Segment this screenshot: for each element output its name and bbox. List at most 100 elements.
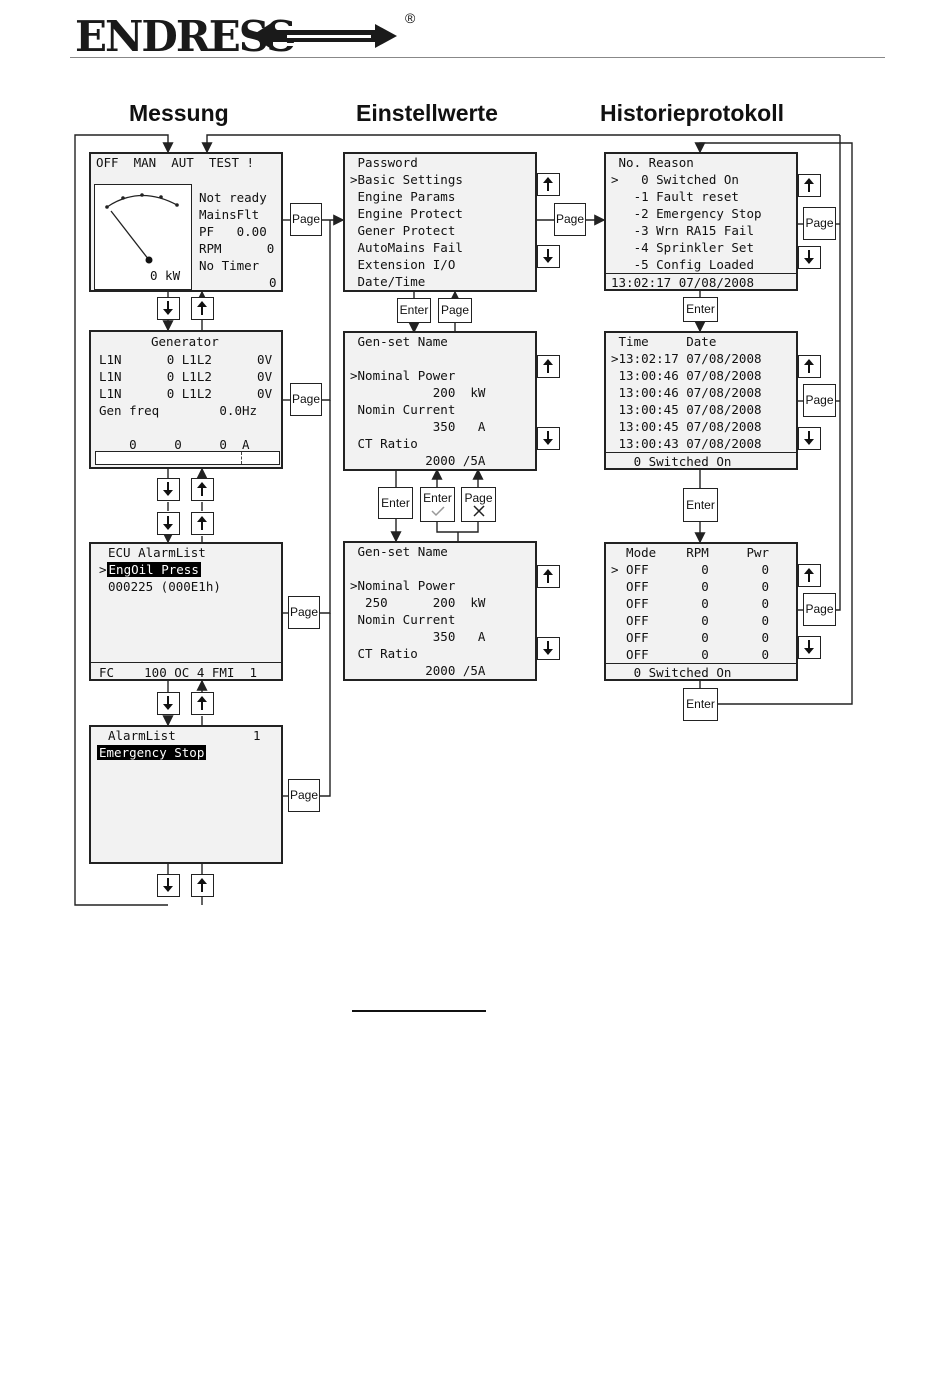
arrow-down-icon <box>804 431 814 445</box>
enter-label: Enter <box>423 491 452 505</box>
history-footer: 0 Switched On <box>611 454 732 469</box>
up-button[interactable] <box>191 478 214 501</box>
history-header: No. Reason <box>611 155 694 170</box>
arrow-down-icon <box>804 640 814 654</box>
enter-confirm-button[interactable]: Enter <box>420 487 455 522</box>
page-label: Page <box>440 303 470 317</box>
enter-button[interactable]: Enter <box>683 297 718 322</box>
enter-button[interactable]: Enter <box>378 487 413 519</box>
footer-divider <box>606 452 796 453</box>
setting-value-editing: 250 200 kW <box>350 595 486 610</box>
down-button[interactable] <box>157 874 180 897</box>
up-button[interactable] <box>537 565 560 588</box>
status-line: Not ready <box>199 190 267 205</box>
voltage-row: L1N 0 L1L2 0V <box>99 369 273 384</box>
screen-generator: Generator L1N 0 L1L2 0V L1N 0 L1L2 0V L1… <box>89 330 283 469</box>
setting-row: CT Ratio <box>350 436 418 451</box>
load-marker <box>241 452 242 464</box>
menu-item[interactable]: Date/Time <box>350 274 426 289</box>
history-row: -1 Fault reset <box>611 189 739 204</box>
up-button[interactable] <box>191 297 214 320</box>
screen-history-time: Time Date >13:02:17 07/08/2008 13:00:46 … <box>604 331 798 470</box>
page-button[interactable]: Page <box>803 207 836 240</box>
page-label: Page <box>291 392 321 406</box>
checkmark-icon <box>430 506 445 517</box>
enter-button[interactable]: Enter <box>683 688 718 721</box>
history-row: 13:00:45 07/08/2008 <box>611 419 762 434</box>
screen-measurement-main: OFF MAN AUT TEST ! 0 kW Not ready MainsF… <box>89 152 283 292</box>
up-button[interactable] <box>191 874 214 897</box>
selected-alarm: >EngOil Press <box>99 562 201 577</box>
down-button[interactable] <box>798 427 821 450</box>
screen-history-reason: No. Reason > 0 Switched On -1 Fault rese… <box>604 152 798 291</box>
down-button[interactable] <box>537 637 560 660</box>
page-label: Page <box>805 393 834 407</box>
ecu-footer: FC 100 OC 4 FMI 1 <box>99 665 258 680</box>
arrow-up-icon <box>197 301 207 315</box>
menu-item[interactable]: Extension I/O <box>350 257 456 272</box>
menu-item[interactable]: AutoMains Fail <box>350 240 463 255</box>
screen-basic-settings-edit: Gen-set Name >Nominal Power 250 200 kW N… <box>343 541 537 681</box>
up-button[interactable] <box>537 355 560 378</box>
up-button[interactable] <box>798 174 821 197</box>
down-button[interactable] <box>157 692 180 715</box>
registered-mark: ® <box>405 10 416 26</box>
down-button[interactable] <box>798 636 821 659</box>
status-line: No Timer <box>199 258 260 273</box>
page-button[interactable]: Page <box>803 384 836 417</box>
history-row: OFF 0 0 <box>611 596 770 611</box>
page-label: Page <box>291 212 321 226</box>
menu-item-selected[interactable]: >Basic Settings <box>350 172 463 187</box>
up-button[interactable] <box>537 173 560 196</box>
menu-item[interactable]: Engine Protect <box>350 206 463 221</box>
arrow-up-icon <box>804 568 814 582</box>
footer-divider <box>606 663 796 664</box>
page-button[interactable]: Page <box>554 203 586 236</box>
up-button[interactable] <box>798 564 821 587</box>
down-button[interactable] <box>537 427 560 450</box>
page-button[interactable]: Page <box>438 298 472 323</box>
down-button[interactable] <box>537 245 560 268</box>
header-rule <box>70 57 885 58</box>
page-cancel-button[interactable]: Page <box>461 487 496 522</box>
history-row: 13:00:43 07/08/2008 <box>611 436 762 451</box>
enter-label: Enter <box>399 303 429 317</box>
page-button[interactable]: Page <box>290 383 322 416</box>
down-button[interactable] <box>157 478 180 501</box>
enter-button[interactable]: Enter <box>397 298 431 323</box>
history-footer: 13:02:17 07/08/2008 <box>611 275 754 290</box>
up-button[interactable] <box>798 355 821 378</box>
freq-row: Gen freq 0.0Hz <box>99 403 258 418</box>
up-button[interactable] <box>191 512 214 535</box>
setting-value: 2000 /5A <box>350 663 486 678</box>
setting-value: 200 kW <box>350 385 486 400</box>
enter-button[interactable]: Enter <box>683 488 718 522</box>
arrow-down-icon <box>163 878 173 892</box>
status-line: RPM 0 <box>199 241 275 256</box>
page-button[interactable]: Page <box>288 779 320 812</box>
menu-item[interactable]: Gener Protect <box>350 223 456 238</box>
alarm-item: Emergency Stop <box>97 744 207 761</box>
up-button[interactable] <box>191 692 214 715</box>
right-value: 0 <box>269 275 277 290</box>
page-button[interactable]: Page <box>290 203 322 236</box>
page-button[interactable]: Page <box>288 596 320 629</box>
down-button[interactable] <box>798 246 821 269</box>
mode-bar: OFF MAN AUT TEST ! <box>96 155 255 170</box>
down-button[interactable] <box>157 512 180 535</box>
screen-alarmlist: AlarmList 1 Emergency Stop <box>89 725 283 864</box>
screen-title: AlarmList <box>108 728 176 743</box>
alarm-item-selected: EngOil Press <box>106 562 201 577</box>
down-button[interactable] <box>157 297 180 320</box>
arrow-up-icon <box>197 516 207 530</box>
menu-item[interactable]: Password <box>350 155 418 170</box>
arrow-up-icon <box>804 359 814 373</box>
enter-label: Enter <box>686 498 715 512</box>
arrow-down-icon <box>163 696 173 710</box>
cancel-x-icon <box>472 505 485 517</box>
history-row-selected: > 0 Switched On <box>611 172 739 187</box>
page-label: Page <box>555 212 585 226</box>
page-button[interactable]: Page <box>803 593 836 626</box>
menu-item[interactable]: Engine Params <box>350 189 456 204</box>
history-row: OFF 0 0 <box>611 647 770 662</box>
